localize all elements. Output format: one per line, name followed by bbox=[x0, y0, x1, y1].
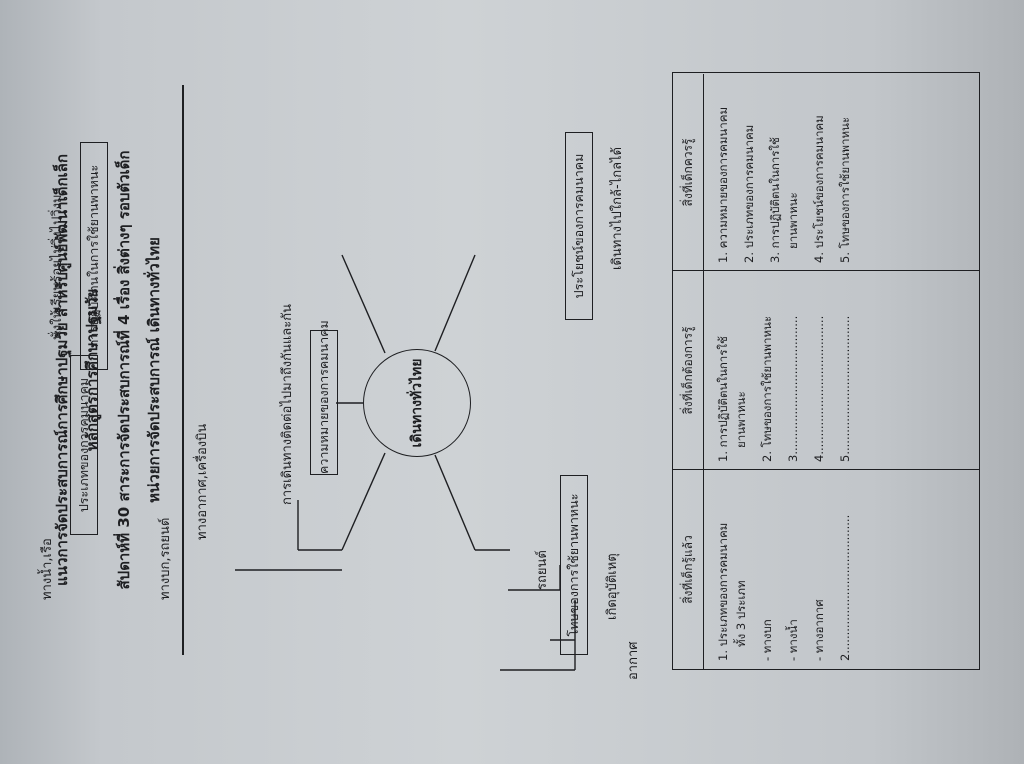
column-want-header: สิ่งที่เด็กต้องการรู้ bbox=[673, 271, 704, 470]
known-line: - ทางอากาศ bbox=[812, 599, 826, 661]
benefit-note: เดินทางไปใกล้-ไกลได้ bbox=[610, 146, 625, 270]
types-air: ทางอากาศ,เครื่องบิน bbox=[195, 423, 210, 540]
danger-accident: เกิดอุบัติเหตุ bbox=[605, 553, 620, 620]
worksheet-page: แนวการจัดประสบการณ์การศึกษาปฐมวัย สำหรับ… bbox=[30, 40, 990, 700]
types-box: ประเภทของการคมนาคม bbox=[70, 355, 98, 535]
center-topic-circle: เดินทางทั่วไทย bbox=[363, 349, 471, 457]
danger-car: รถยนต์ bbox=[535, 550, 550, 590]
column-want: สิ่งที่เด็กต้องการรู้ 1. การปฏิบัติตนในก… bbox=[673, 270, 979, 470]
should-line: 5. โทษของการใช้ยานพาหนะ bbox=[838, 116, 852, 263]
meaning-box: ความหมายของการคมนาคม bbox=[310, 320, 338, 475]
want-line: 4...................................... bbox=[812, 315, 826, 462]
danger-air: อากาศ bbox=[626, 641, 641, 680]
column-should: สิ่งที่เด็กควรรู้ 1. ความหมายของการคมนาค… bbox=[673, 74, 979, 271]
practice-note: นั่งให้เรียบร้อยไม่วิ่งไปวิ่งมา bbox=[50, 187, 65, 340]
want-line: ยานพาหนะ bbox=[734, 391, 748, 448]
column-known: สิ่งที่เด็กรู้แล้ว 1. ประเภทของการคมนาคม… bbox=[673, 469, 979, 669]
practice-box: การปฏิบัติตนในการใช้ยานพาหนะ bbox=[80, 142, 108, 370]
column-known-header: สิ่งที่เด็กรู้แล้ว bbox=[673, 470, 704, 669]
column-should-header: สิ่งที่เด็กควรรู้ bbox=[673, 74, 704, 271]
want-line: 1. การปฏิบัติตนในการใช้ bbox=[716, 336, 730, 462]
known-line: ทั้ง 3 ประเภท bbox=[734, 580, 748, 647]
known-line: - ทางน้ำ bbox=[786, 619, 800, 661]
types-water: ทางน้ำ,เรือ bbox=[40, 538, 55, 600]
known-line: 2...................................... bbox=[838, 514, 852, 661]
knowledge-table: สิ่งที่เด็กรู้แล้ว 1. ประเภทของการคมนาคม… bbox=[672, 72, 980, 670]
want-line: 2. โทษของการใช้ยานพาหนะ bbox=[760, 315, 774, 462]
benefit-box: ประโยชน์ของการคมนาคม bbox=[565, 132, 593, 320]
known-line: 1. ประเภทของการคมนาคม bbox=[716, 522, 730, 661]
should-line: 2. ประเภทของการคมนาคม bbox=[742, 124, 756, 263]
types-land: ทางบก,รถยนต์ bbox=[158, 517, 173, 600]
should-line: 1. ความหมายของการคมนาคม bbox=[716, 106, 730, 263]
should-line: ยานพาหนะ bbox=[786, 192, 800, 249]
should-line: 4. ประโยชน์ของการคมนาคม bbox=[812, 115, 826, 263]
danger-box: โทษของการใช้ยานพาหนะ bbox=[560, 475, 588, 655]
should-line: 3. การปฏิบัติตนในการใช้ bbox=[768, 137, 782, 263]
meaning-note: การเดินทางติดต่อไปมาถึงกันและกัน bbox=[280, 304, 295, 505]
web-connectors bbox=[235, 254, 576, 671]
known-line: - ทางบก bbox=[760, 619, 774, 661]
want-line: 5...................................... bbox=[838, 315, 852, 462]
want-line: 3...................................... bbox=[786, 315, 800, 462]
